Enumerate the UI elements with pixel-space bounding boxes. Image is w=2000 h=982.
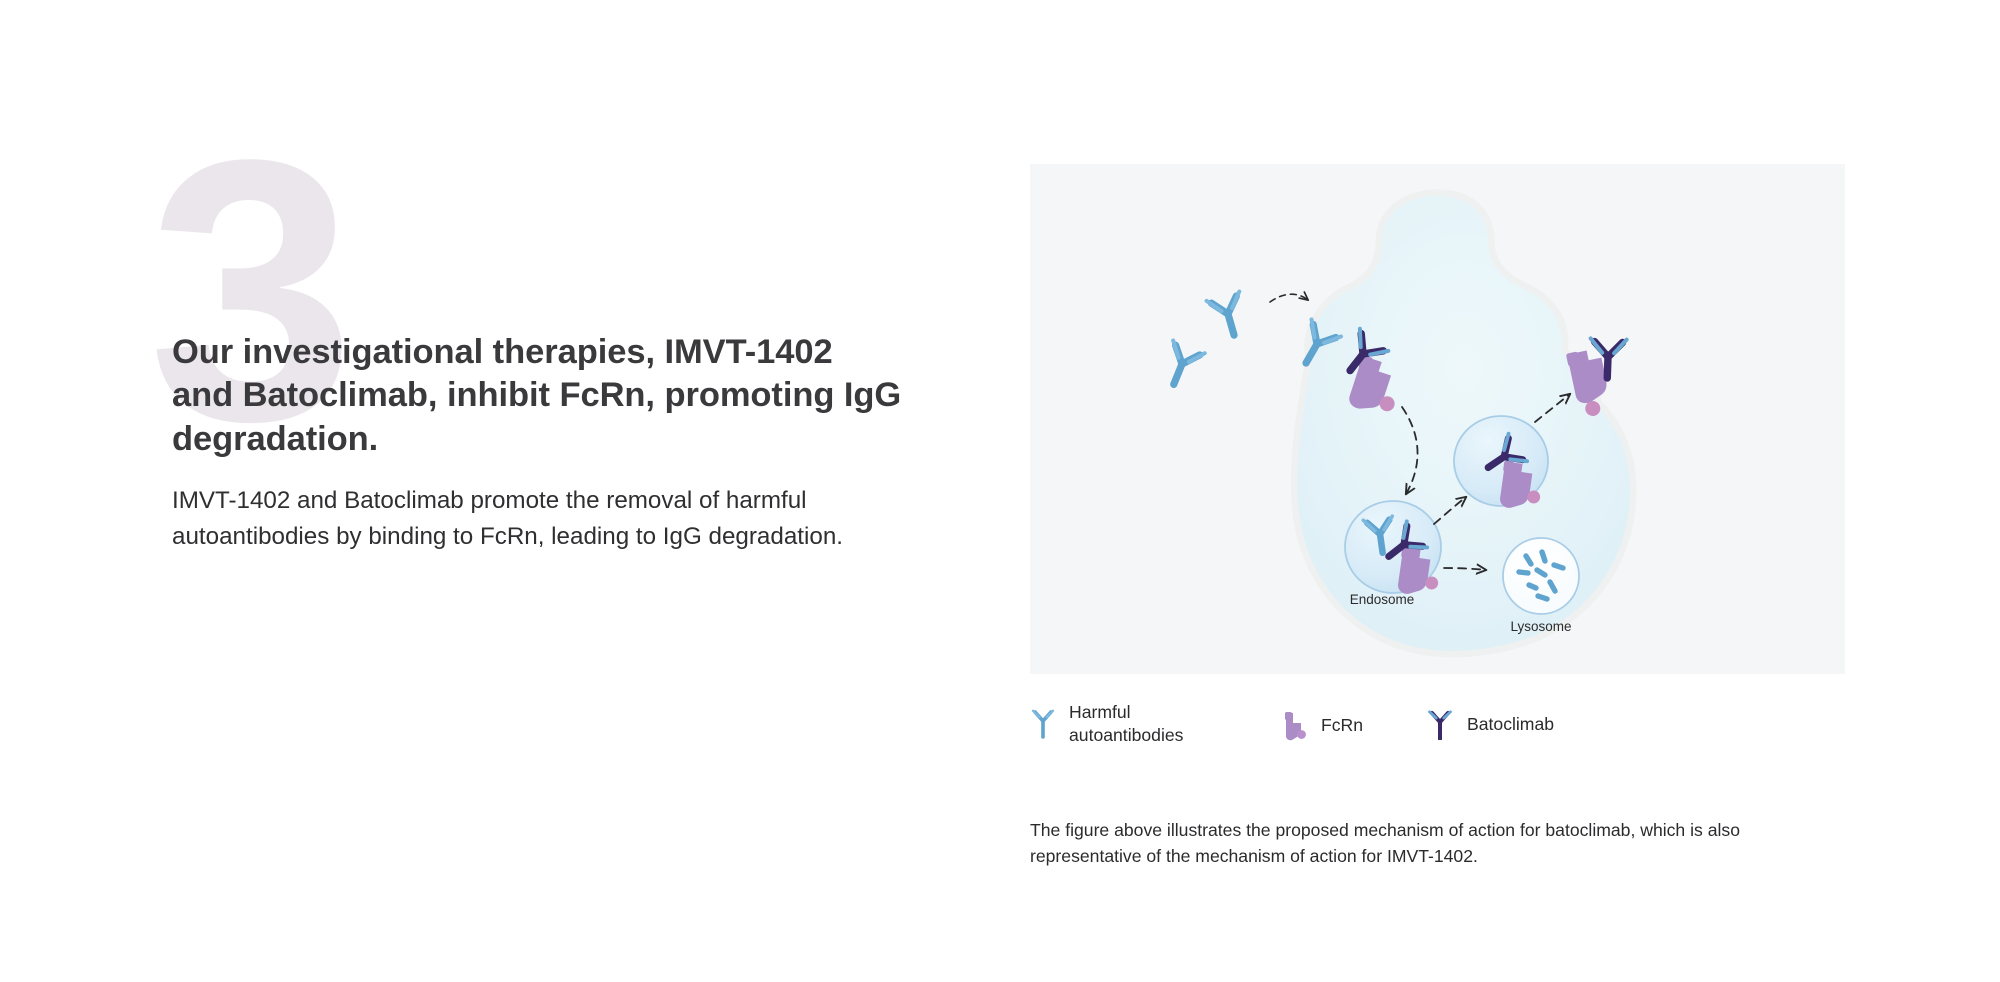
legend-item-fcrn: FcRn — [1284, 711, 1363, 741]
endosome-label: Endosome — [1350, 592, 1415, 607]
legend-item-batoclimab: Batoclimab — [1426, 710, 1554, 740]
legend-label-fcrn: FcRn — [1321, 715, 1364, 736]
arrow-free-antibody-motion — [1269, 294, 1308, 303]
fcrn-receptor-icon — [1285, 712, 1306, 741]
arrow-to-lysosome — [1443, 568, 1486, 570]
legend-label-harmful-autoantibodies: Harmful autoantibodies — [1069, 702, 1184, 746]
arrow-internalization — [1401, 406, 1419, 494]
text-column: 3 Our investigational therapies, IMVT-14… — [148, 104, 912, 630]
mechanism-figure-panel: Endosome — [1030, 164, 1845, 674]
fcrn-batoclimab-complex-endosome — [1385, 519, 1439, 594]
legend-item-harmful-autoantibodies: Harmful autoantibodies — [1030, 701, 1183, 747]
figure-legend: Harmful autoantibodies FcRn — [1030, 700, 1845, 762]
figure-column: Endosome — [1030, 164, 1845, 869]
page-title: Our investigational therapies, IMVT-1402… — [172, 333, 902, 458]
antibody-dark-purple-icon — [1428, 710, 1452, 740]
legend-label-batoclimab: Batoclimab — [1467, 714, 1555, 735]
lysosome-vesicle — [1502, 537, 1580, 615]
section-number-watermark: 3 — [148, 82, 355, 498]
degraded-igg-fragments — [1516, 549, 1566, 602]
autoantibody-free-2 — [1204, 289, 1242, 339]
arrow-recycle-to-surface — [1534, 394, 1570, 423]
figure-footnote: The figure above illustrates the propose… — [1030, 820, 1740, 866]
fcrn-batoclimab-complex-recycling — [1484, 431, 1541, 508]
fcrn-mechanism-diagram-svg: Endosome — [1170, 189, 1637, 658]
antibody-light-blue-icon — [1031, 709, 1055, 740]
fcrn-batoclimab-complex-exit — [1566, 336, 1629, 416]
cell-membrane — [1290, 189, 1637, 658]
lysosome-label: Lysosome — [1510, 619, 1571, 634]
arrow-to-recycling-vesicle — [1433, 497, 1466, 525]
fcrn-batoclimab-complex-entry — [1346, 326, 1395, 412]
autoantibody-in-endosome — [1361, 514, 1395, 557]
body-paragraph: IMVT-1402 and Batoclimab promote the rem… — [172, 487, 843, 550]
autoantibody-free-1 — [1170, 338, 1207, 388]
autoantibody-free-3 — [1302, 317, 1343, 367]
